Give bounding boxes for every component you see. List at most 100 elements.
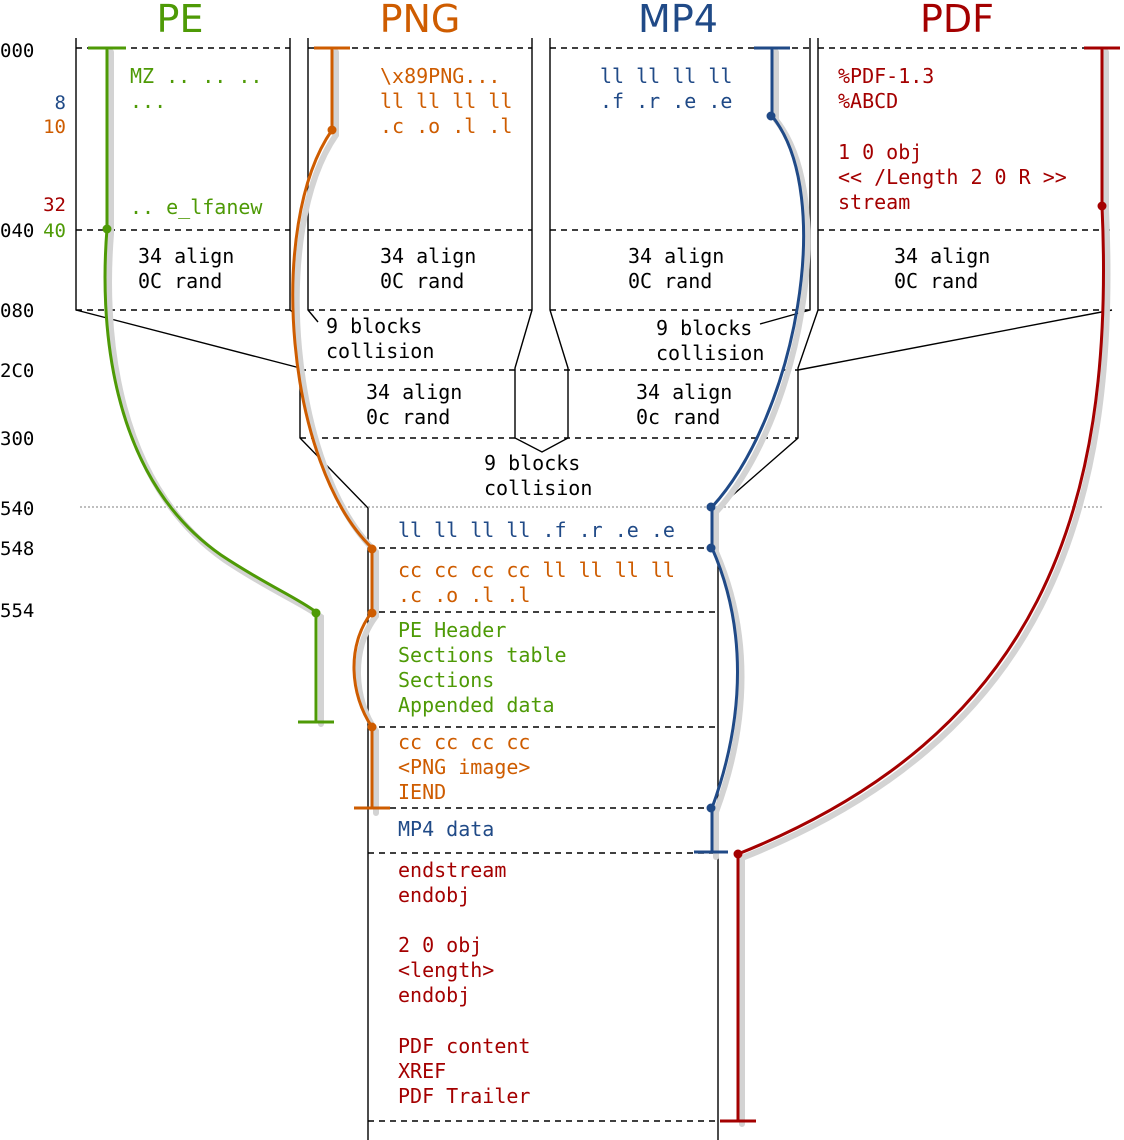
offset-32-pdf: 32 [43,194,66,216]
dashed-boundaries [76,47,1112,1122]
merged-pdf-line: <length> [398,958,494,982]
rand-label: 0c rand [636,405,720,429]
mp4-bracket-line [694,46,805,854]
offset-300: 300 [0,428,34,450]
align-label: 34 align [636,380,732,404]
pe-header-line: MZ .. .. .. [130,64,262,88]
merged-pdf-line: XREF [398,1059,446,1083]
rand-label: 0C rand [380,269,464,293]
pdf-header-line: %ABCD [838,89,898,113]
merged-png-line: cc cc cc cc ll ll ll ll [398,558,675,582]
title-png: PNG [380,0,461,41]
merged-mp4-line: ll ll ll ll .f .r .e .e [398,518,675,542]
collision-label: collision [326,339,434,363]
png-bracket-node [327,125,337,135]
offset-548: 548 [0,538,34,560]
merged-pdf-line: PDF Trailer [398,1084,530,1108]
mp4-bracket-node [766,111,776,121]
merged-png-line: <PNG image> [398,755,530,779]
align-label: 34 align [894,244,990,268]
png-bracket-node [367,608,377,618]
merged-png-line: cc cc cc cc [398,730,530,754]
title-pe: PE [157,0,204,41]
merged-png-line: IEND [398,780,446,804]
offset-10-png: 10 [43,116,66,138]
offset-000: 000 [0,40,34,62]
align-label: 34 align [380,244,476,268]
mp4-bracket-node [706,502,716,512]
merged-pdf-line: endobj [398,983,470,1007]
png-bracket-node [367,544,377,554]
merged-pdf-line: endobj [398,883,470,907]
rand-label: 0C rand [894,269,978,293]
pe-bracket-node [102,224,112,234]
merged-pdf-line: PDF content [398,1034,530,1058]
merged-pdf-line: 2 0 obj [398,933,482,957]
pdf-bottom-edge [797,309,1113,371]
pe-range-bracket [88,46,334,724]
collision-label: 9 blocks [484,451,580,475]
pe-header-line: .. e_lfanew [130,195,263,219]
collision-label: collision [484,476,592,500]
rand-label: 0C rand [138,269,222,293]
pdf-header-line: << /Length 2 0 R >> [838,165,1067,189]
png-bracket-node [367,722,377,732]
pe-bracket-node [311,608,321,618]
mp4-bracket-node [706,803,716,813]
merged-pdf-line: endstream [398,858,506,882]
merged-pe-line: Sections [398,668,494,692]
pdf-header-line: %PDF-1.3 [838,64,934,88]
png-header-text: \x89PNG... ll ll ll ll .c .o .l .l [380,64,512,138]
mp4-shadow [713,49,811,860]
pdf-bracket-node [733,849,743,859]
offset-labels: 000 040 080 2C0 300 540 548 554 [0,40,34,622]
title-mp4: MP4 [638,0,718,41]
mp4-header-line: ll ll ll ll [600,64,732,88]
png-header-line: .c .o .l .l [380,114,512,138]
title-pdf: PDF [920,0,994,41]
pdf-header-text: %PDF-1.3 %ABCD 1 0 obj << /Length 2 0 R … [838,64,1067,214]
rand-label: 0c rand [366,405,450,429]
pdf-header-line: stream [838,190,910,214]
pe-header-line: ... [130,89,166,113]
pdf-shadow [739,49,1111,1127]
collision-label: collision [656,341,764,365]
pdf-bracket-node [1097,201,1107,211]
outer-right-outline [717,38,819,1140]
pdf-bracket-line [720,46,1120,1123]
offset-2c0: 2C0 [0,360,34,382]
align-blocks: 34 align 0C rand 34 align 0C rand 34 ali… [138,244,990,500]
offset-40-pe: 40 [43,220,66,242]
center-funnel [514,38,569,453]
offset-554: 554 [0,600,34,622]
mp4-header-line: .f .r .e .e [600,89,732,113]
mp4-right-edge [759,38,811,325]
pdf-header-line: 1 0 obj [838,140,922,164]
merged-pe-line: Appended data [398,693,555,717]
offset-540: 540 [0,498,34,520]
merged-contents: ll ll ll ll .f .r .e .e cc cc cc cc ll l… [398,518,675,1108]
collision-label: 9 blocks [326,314,422,338]
rand-label: 0C rand [628,269,712,293]
png-header-line: ll ll ll ll [380,89,512,113]
pe-shadow [106,49,324,727]
align-label: 34 align [628,244,724,268]
mp4-range-bracket [694,46,805,854]
pe-bracket-line [88,46,334,724]
align-label: 34 align [366,380,462,404]
align-label: 34 align [138,244,234,268]
collision-label: 9 blocks [656,316,752,340]
merged-mp4-data: MP4 data [398,817,494,841]
merged-pe-line: Sections table [398,643,567,667]
mp4-header-text: ll ll ll ll .f .r .e .e [600,64,732,113]
mp4-bracket-node [706,543,716,553]
png-header-line: \x89PNG... [380,64,500,88]
merged-pe-line: PE Header [398,618,506,642]
png-range-bracket [291,46,390,810]
merged-png-line: .c .o .l .l [398,583,530,607]
offset-040: 040 [0,220,34,242]
offset-8-mp4: 8 [55,92,66,114]
png-bracket-line [291,46,390,810]
